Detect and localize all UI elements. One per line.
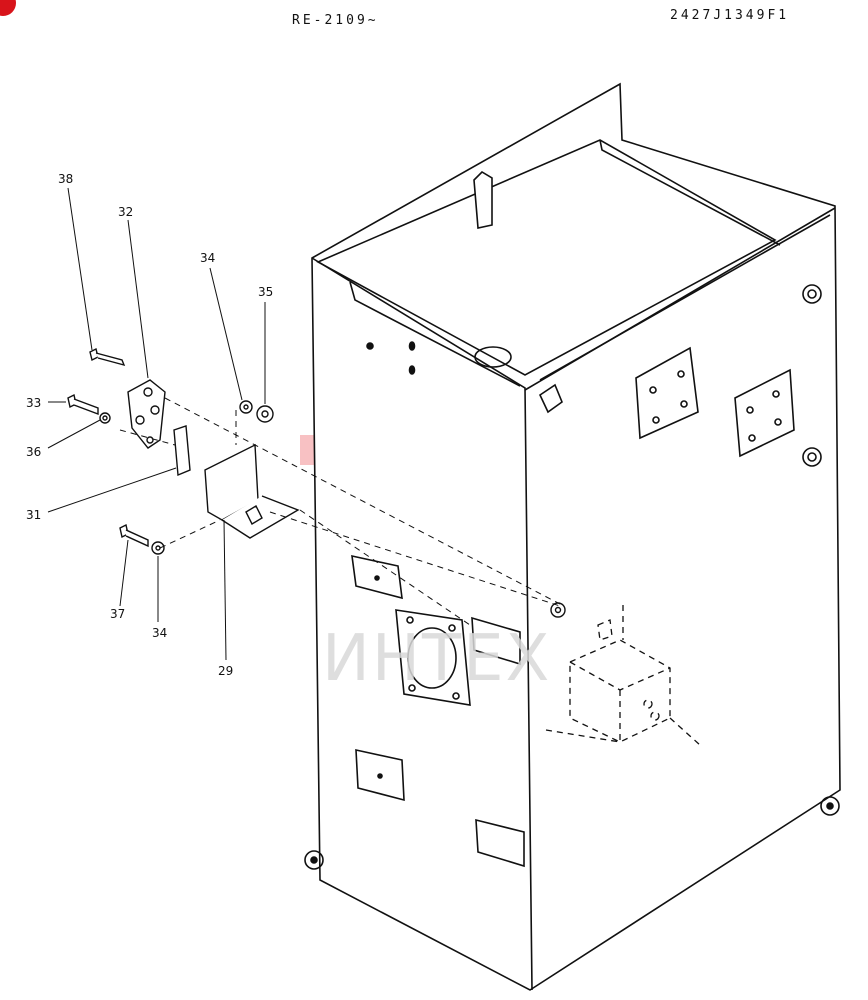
callout-31: 31: [26, 508, 41, 522]
callout-37: 37: [110, 607, 125, 621]
cabinet: [304, 82, 841, 991]
hidden-box: [545, 605, 701, 746]
assembly-lines: [119, 397, 561, 626]
callout-labels: 38 32 34 35 33 36 31 37 34 29: [26, 172, 273, 678]
callout-32: 32: [118, 205, 133, 219]
callout-38: 38: [58, 172, 73, 186]
corner-mark: [0, 0, 16, 16]
callout-34-bottom: 34: [152, 626, 167, 640]
watermark-text: ИНТЕХ: [322, 622, 552, 696]
callout-33: 33: [26, 396, 41, 410]
callout-29: 29: [218, 664, 233, 678]
exploded-parts: [67, 347, 300, 555]
drawing-number-label: 2427J1349F1: [670, 8, 790, 23]
callout-36: 36: [26, 445, 41, 459]
callout-34-top: 34: [200, 251, 215, 265]
model-range-label: RE-2109~: [292, 13, 379, 28]
leader-lines: [47, 187, 266, 661]
callout-35: 35: [258, 285, 273, 299]
